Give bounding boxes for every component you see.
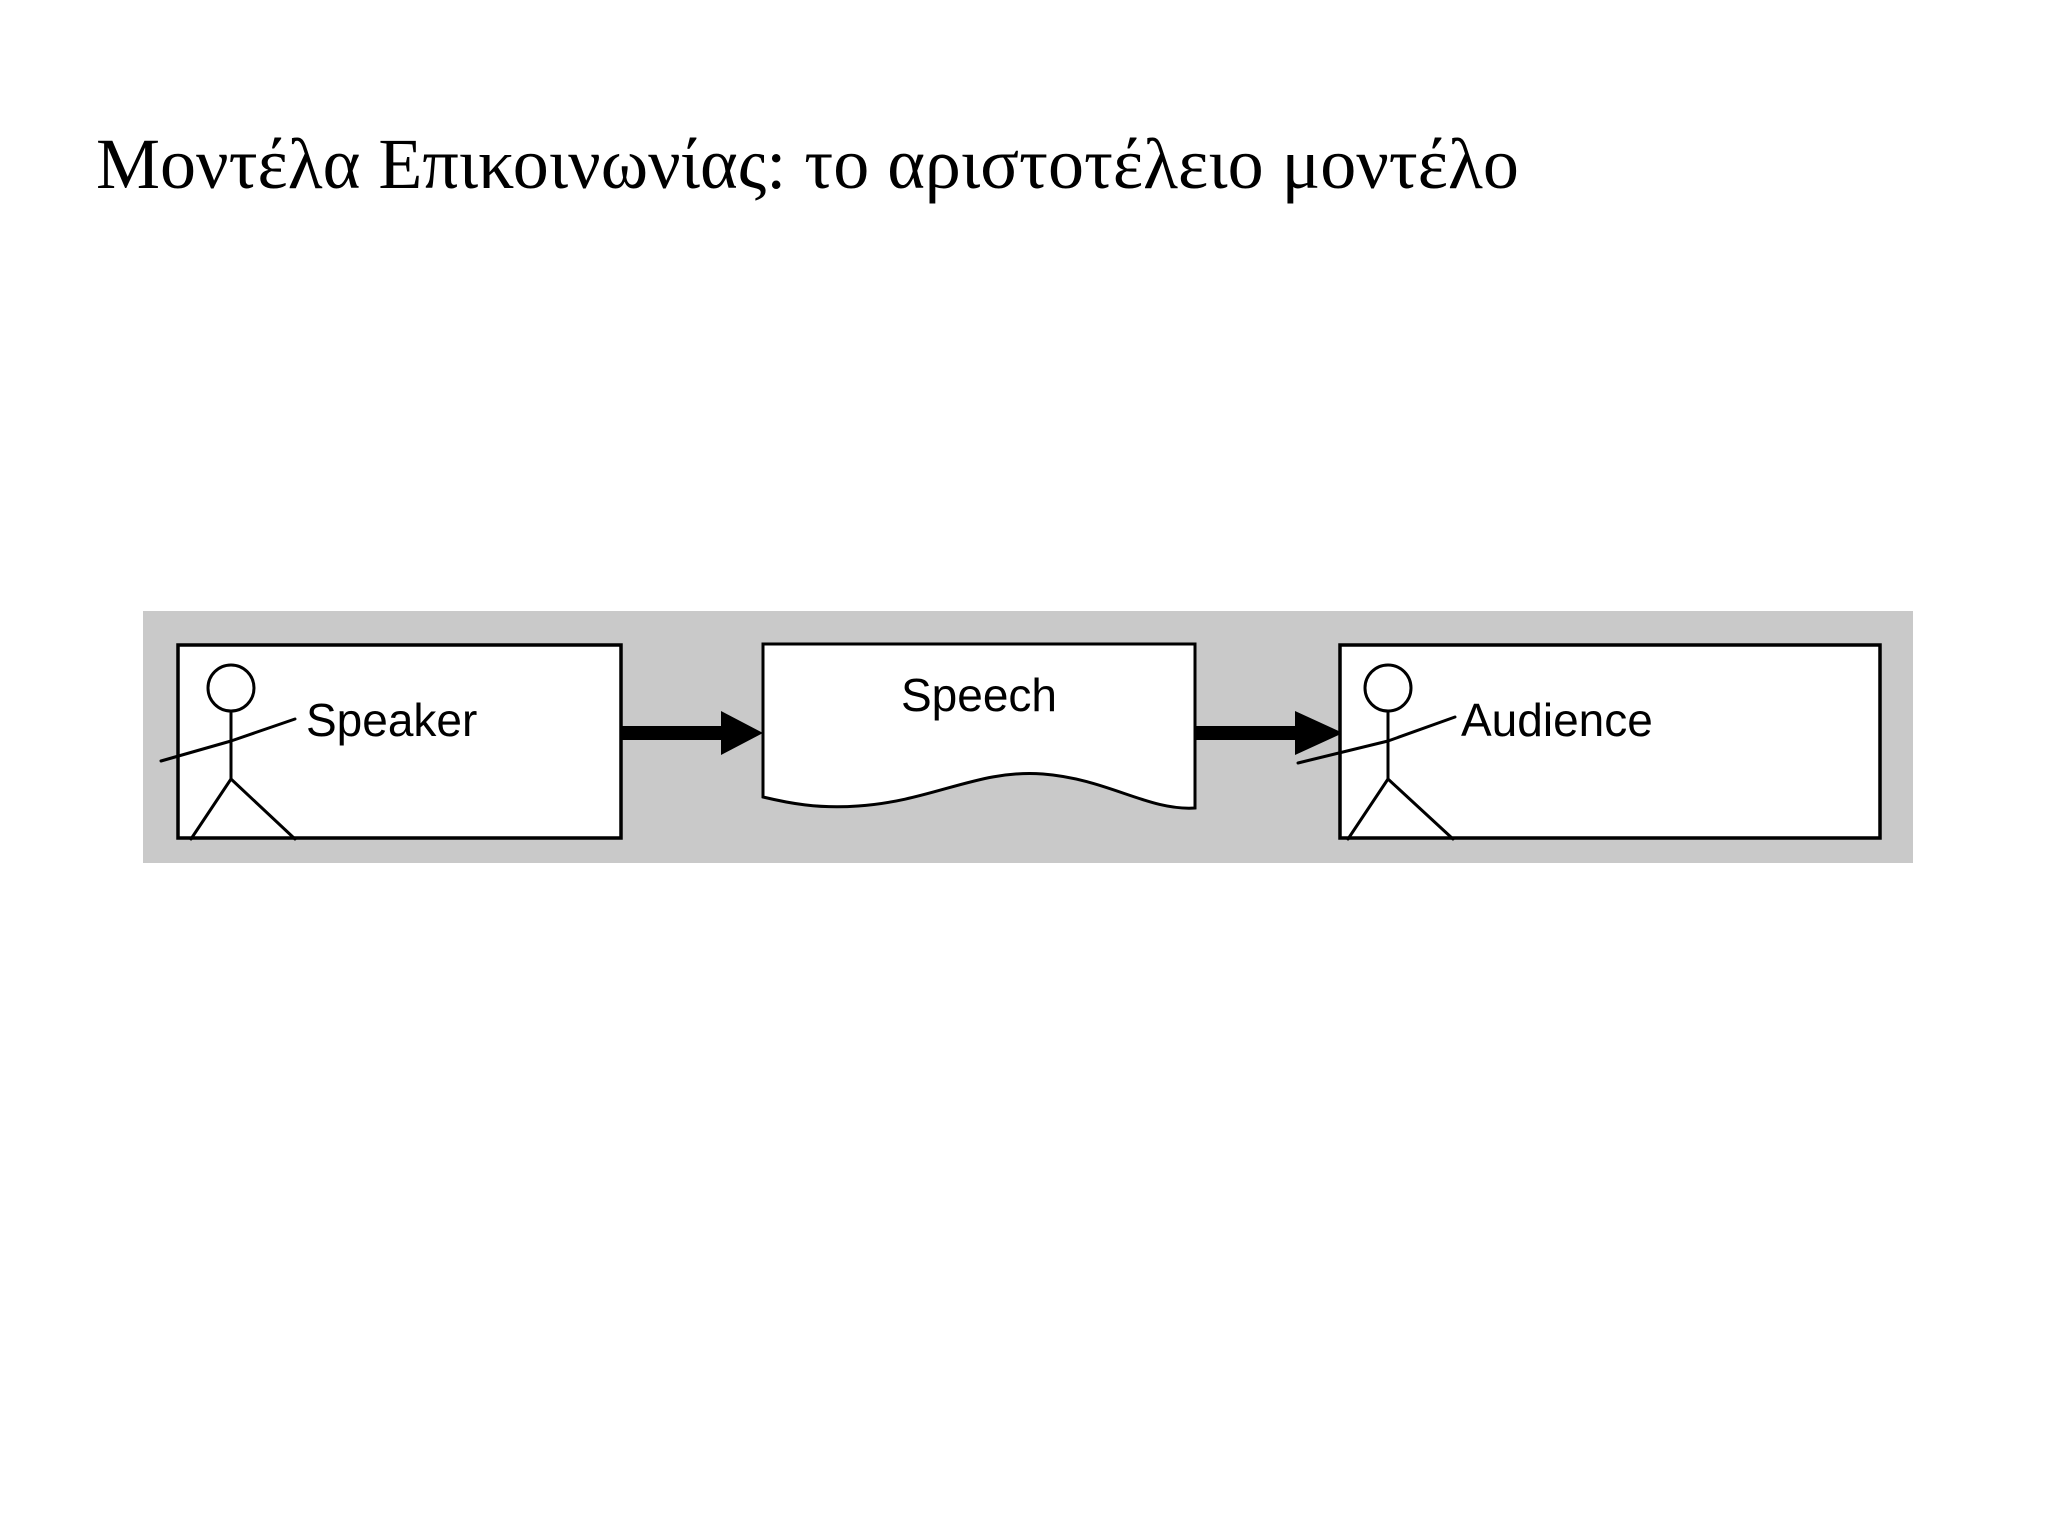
speaker-label: Speaker — [306, 694, 477, 746]
speech-document-shape[interactable] — [761, 642, 1197, 810]
arrow-speaker-to-speech — [621, 711, 763, 755]
diagram-node-audience[interactable]: Audience — [1296, 643, 1882, 841]
diagram-node-speaker[interactable]: Speaker — [159, 643, 623, 841]
arrow-speech-to-audience — [1195, 711, 1343, 755]
page-title: Μοντέλα Επικοινωνίας: το αριστοτέλειο μο… — [96, 124, 1519, 204]
speech-label: Speech — [901, 669, 1057, 721]
audience-label: Audience — [1461, 694, 1653, 746]
stick-figure-person-icon — [159, 663, 297, 841]
stick-figure-person-icon — [1296, 663, 1457, 841]
audience-box[interactable] — [1338, 643, 1882, 840]
diagram-panel: Speaker Speech Aud — [143, 611, 1913, 863]
communication-model-diagram: Speaker Speech Aud — [159, 642, 1882, 841]
diagram-node-speech[interactable]: Speech — [761, 642, 1197, 810]
